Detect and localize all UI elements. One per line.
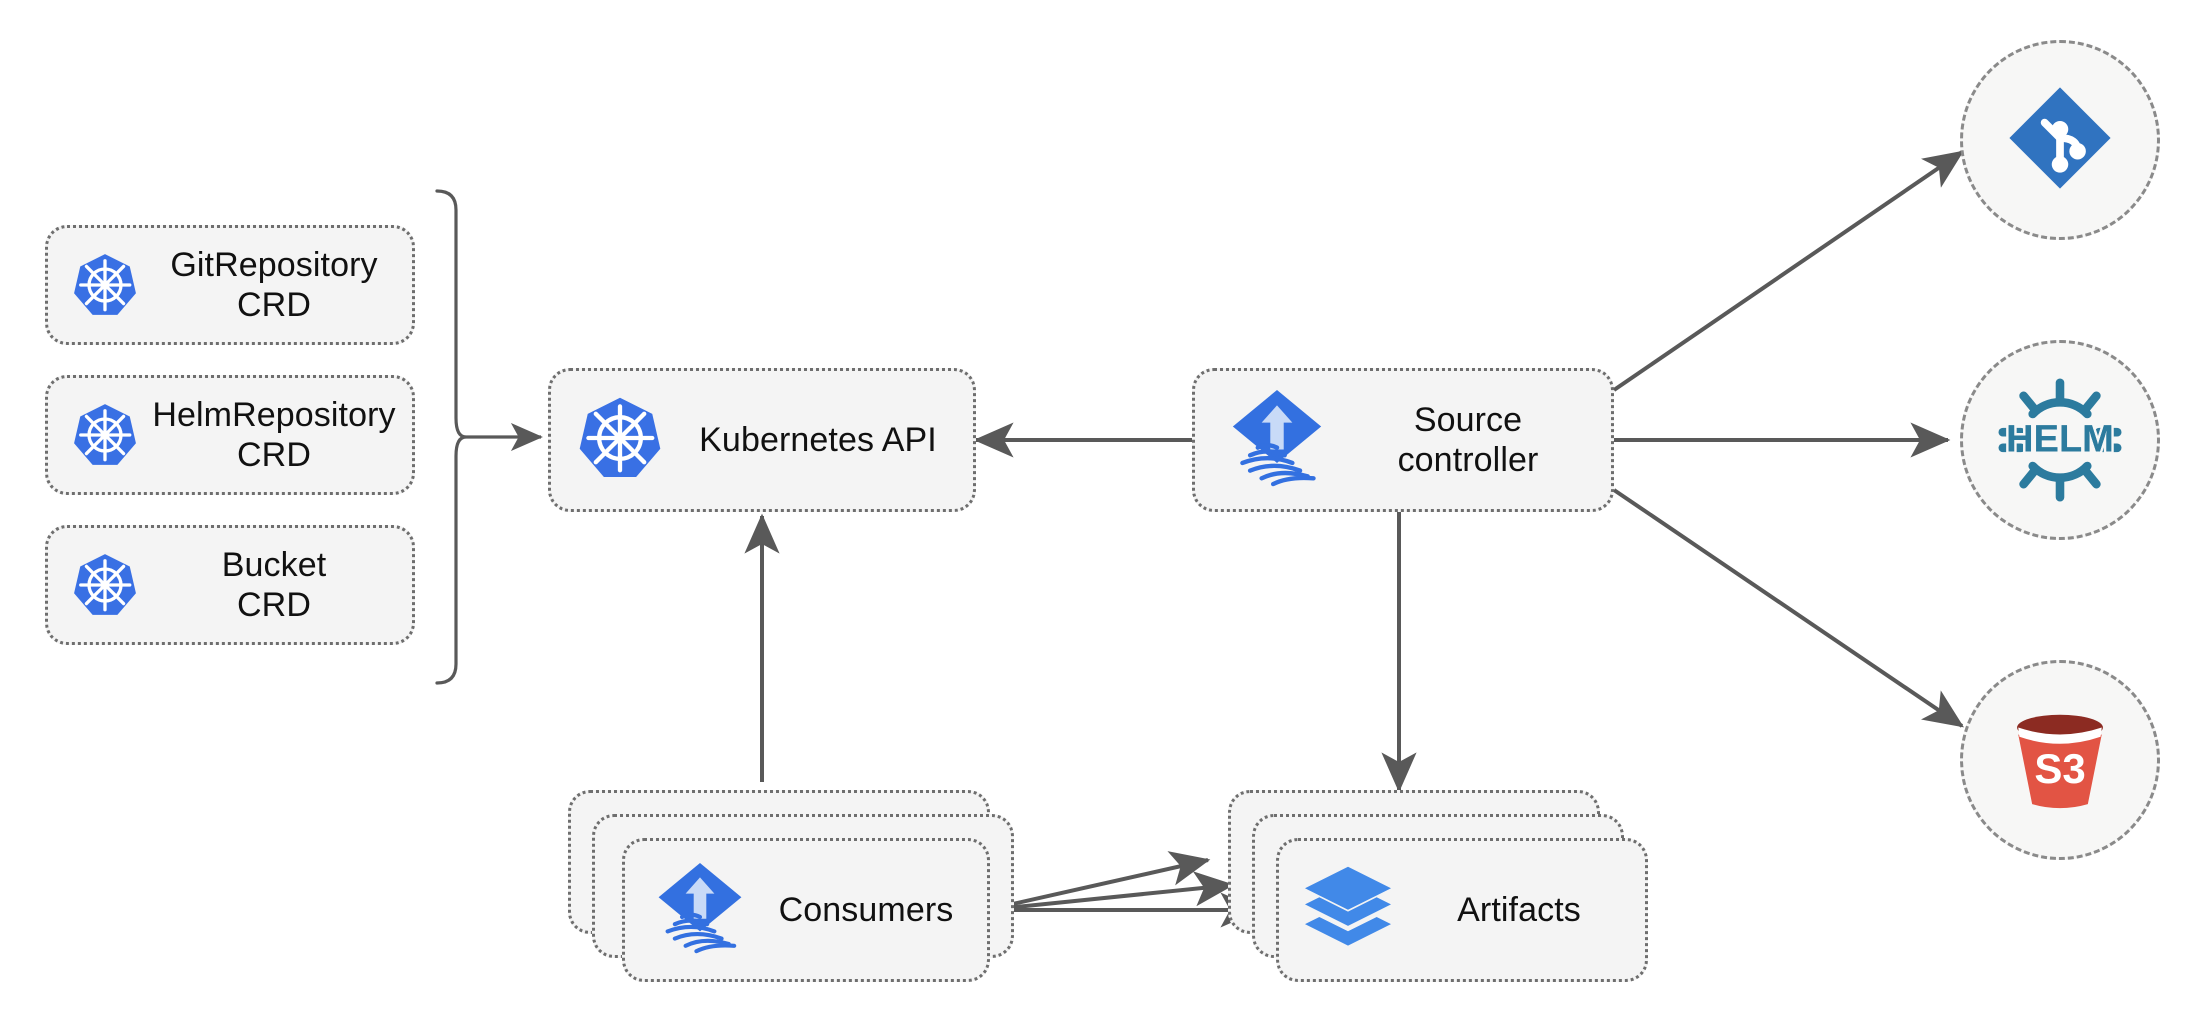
node-s3-endpoint[interactable]: S3: [1960, 660, 2160, 860]
node-kubernetes-api[interactable]: Kubernetes API: [548, 368, 976, 512]
crd-group-bracket: [435, 189, 467, 685]
node-label: Kubernetes API: [699, 420, 937, 459]
crd-label: Bucket CRD: [221, 545, 327, 624]
s3-wordmark: S3: [2034, 745, 2086, 793]
node-artifacts[interactable]: Artifacts: [1276, 838, 1648, 982]
kubernetes-icon: [72, 552, 138, 618]
helm-wordmark: HELM: [2004, 416, 2117, 463]
node-helm-endpoint[interactable]: HELM HELM: [1960, 340, 2160, 540]
node-label: Consumers: [778, 890, 954, 929]
kubernetes-icon: [72, 252, 138, 318]
crd-label: GitRepository CRD: [170, 245, 378, 324]
edge-source-controller-to-s3: [1612, 488, 1964, 728]
flux-icon: [1229, 388, 1325, 493]
flux-icon: [655, 861, 745, 960]
kubernetes-icon: [72, 402, 138, 468]
helm-wordmark-fill: HELM: [2006, 418, 2114, 461]
layers-icon: [1303, 865, 1393, 956]
kubernetes-icon: [577, 395, 663, 486]
node-source-controller[interactable]: Source controller: [1192, 368, 1614, 512]
s3-bucket-icon: S3: [2002, 702, 2118, 818]
node-label: Artifacts: [1457, 890, 1581, 929]
node-helmrepository-crd[interactable]: HelmRepository CRD: [45, 375, 415, 495]
node-gitrepository-crd[interactable]: GitRepository CRD: [45, 225, 415, 345]
node-git-endpoint[interactable]: [1960, 40, 2160, 240]
edge-consumers-to-artifacts-2: [985, 871, 1235, 912]
git-icon: [2005, 83, 2115, 198]
crd-label: HelmRepository CRD: [152, 395, 396, 474]
edge-consumers-to-artifacts-1: [985, 851, 1211, 912]
edge-source-controller-to-git: [1612, 150, 1964, 392]
helm-icon: HELM HELM: [1995, 375, 2125, 505]
node-bucket-crd[interactable]: Bucket CRD: [45, 525, 415, 645]
node-label: Source controller: [1397, 400, 1539, 479]
node-consumers[interactable]: Consumers: [622, 838, 990, 982]
